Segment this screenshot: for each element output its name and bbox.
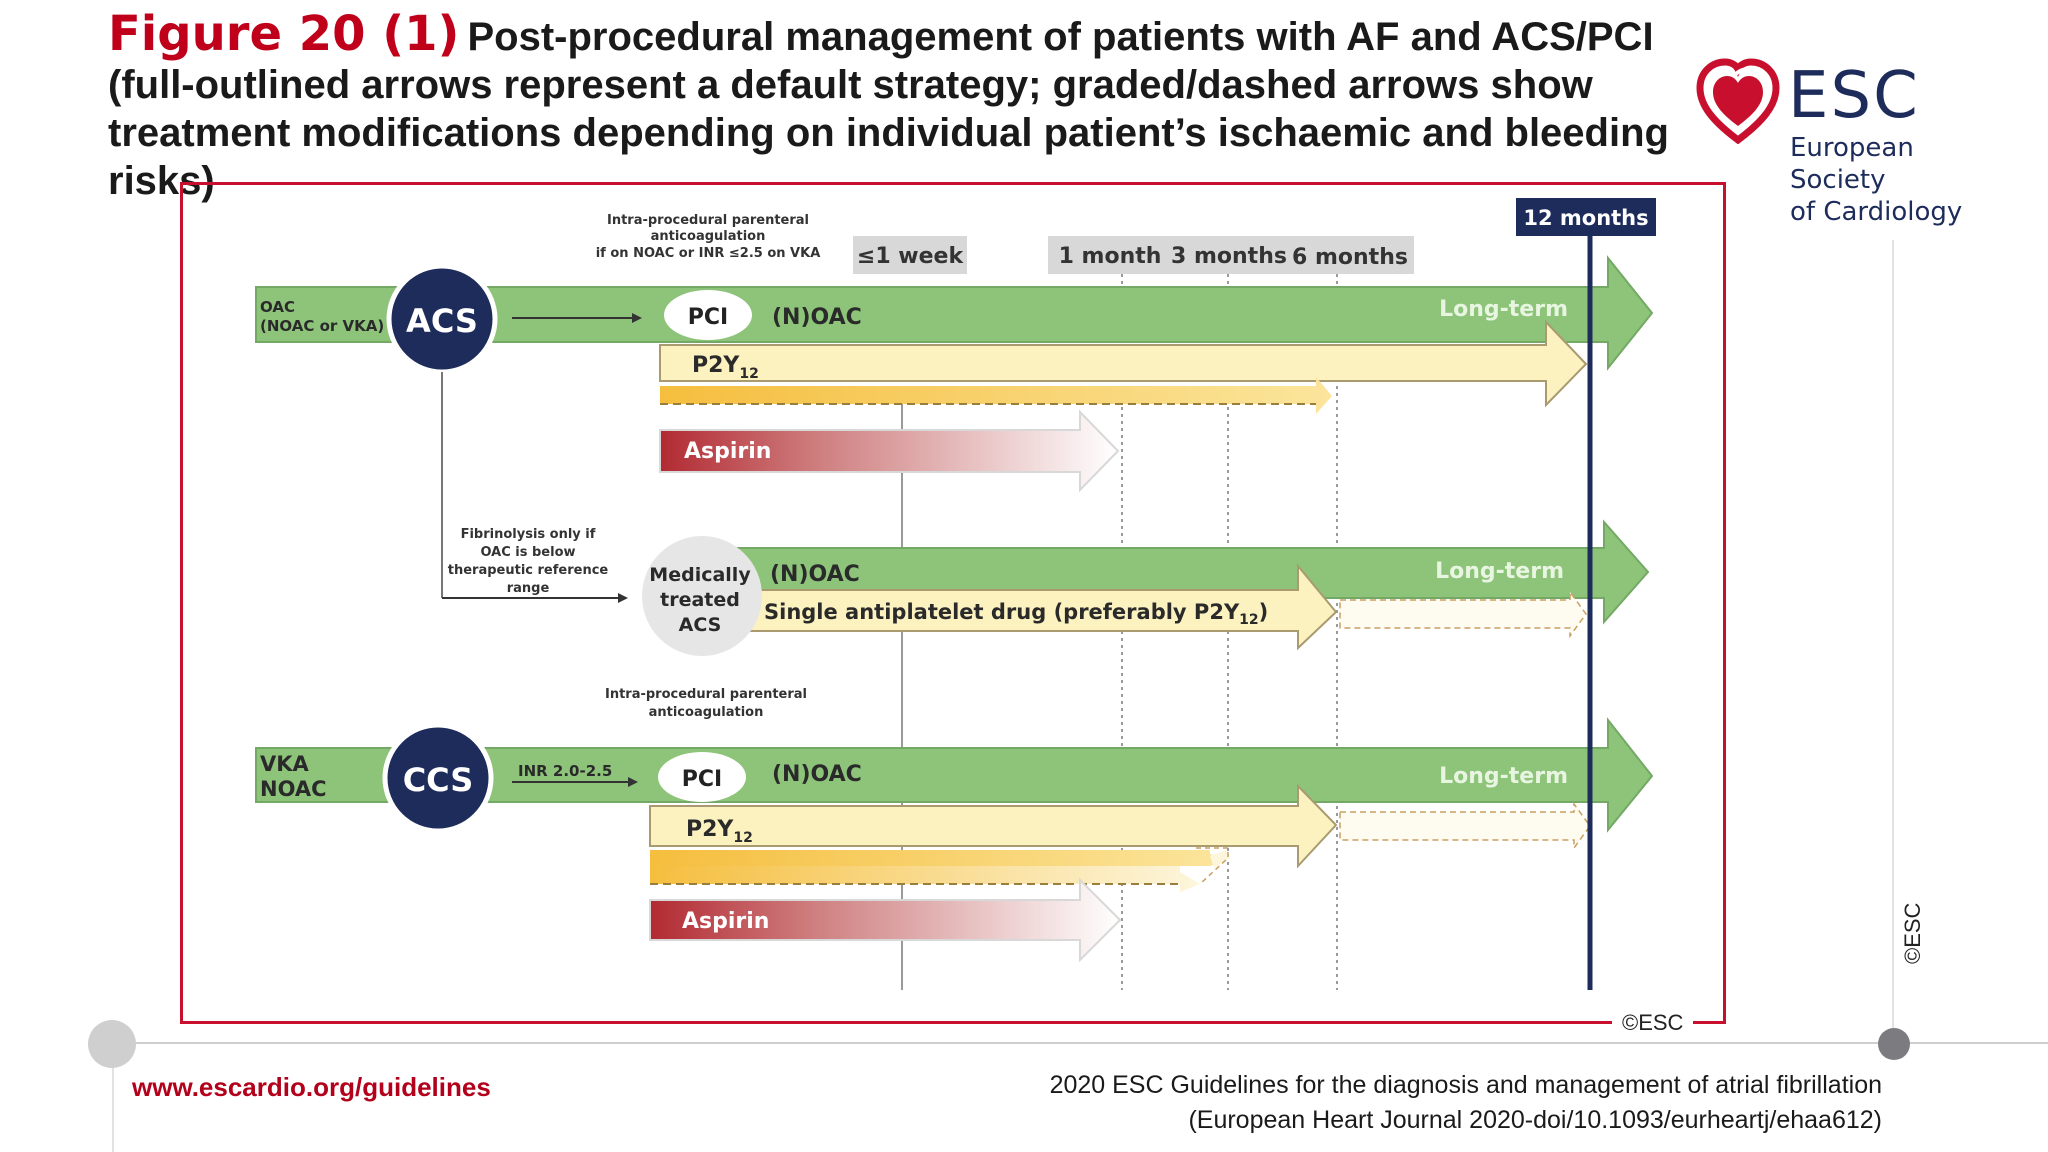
acs-noac-label: (N)OAC	[772, 305, 862, 330]
ccs-oac-label-line2: NOAC	[260, 777, 327, 801]
week-label-box	[853, 236, 967, 274]
acs-node-label: ACS	[406, 302, 478, 340]
figure-title: Post-procedural management of patients w…	[108, 15, 1669, 203]
fibrinolysis-arrowhead	[618, 593, 628, 603]
diagram-copyright: ©ESC	[1612, 1010, 1694, 1036]
ccs-aspirin-label: Aspirin	[682, 909, 769, 934]
acs-oac-label-line1: OAC	[260, 298, 295, 316]
guidelines-link[interactable]: www.escardio.org/guidelines	[132, 1072, 491, 1102]
ccs-dapt-short-arrow	[650, 866, 1200, 892]
acs-intra-procedural-note-line1: Intra-procedural parenteral	[607, 213, 809, 228]
medical-long-term-label: Long-term	[1435, 559, 1564, 584]
footer-citation: 2020 ESC Guidelines for the diagnosis an…	[1050, 1068, 1882, 1138]
ccs-p2y12-label: P2Y12	[686, 817, 753, 846]
fibrinolysis-note-line2: OAC is below	[480, 545, 575, 560]
acs-intra-procedural-note-line2: anticoagulation	[651, 229, 766, 244]
acs-oac-label-line2: (NOAC or VKA)	[260, 317, 384, 335]
ccs-intra-procedural-note-line1: Intra-procedural parenteral	[605, 687, 807, 702]
acs-aspirin-arrow	[659, 409, 1120, 493]
acs-dapt-tapering-arrow	[660, 377, 1332, 414]
medically-treated-acs-node	[642, 536, 762, 656]
fibrinolysis-branch: Fibrinolysis only if OAC is below therap…	[441, 372, 628, 603]
fibrinolysis-note-line3: therapeutic reference	[448, 563, 609, 578]
acs-pci-label: PCI	[688, 305, 728, 330]
medical-node-line3: ACS	[679, 614, 722, 636]
ccs-p2y12-arrow	[649, 783, 1338, 869]
acs-p2y12-label: P2Y12	[692, 353, 759, 382]
medical-node-line1: Medically	[649, 564, 751, 586]
ccs-pci-label: PCI	[682, 767, 722, 792]
medical-noac-label: (N)OAC	[770, 562, 860, 587]
diagram-frame	[180, 182, 1726, 1024]
month12-label: 12 months	[1523, 206, 1648, 230]
citation-line1: 2020 ESC Guidelines for the diagnosis an…	[1049, 1071, 1882, 1099]
ccs-aspirin-arrow	[649, 877, 1122, 963]
acs-intra-procedural-note-line3: if on NOAC or INR ≤2.5 on VKA	[596, 246, 821, 261]
medically-treated-pathway: Long-term (N)OAC Single antiplatelet dru…	[642, 519, 1650, 656]
medical-node-line2: treated	[660, 589, 740, 611]
citation-line2: (European Heart Journal 2020-doi/10.1093…	[1188, 1106, 1882, 1134]
fibrinolysis-note-line4: range	[507, 581, 550, 596]
ccs-to-pci-arrowhead	[628, 777, 638, 787]
esc-logo: ESC European Society of Cardiology	[1696, 56, 1996, 227]
medical-sapt-label: Single antiplatelet drug (preferably P2Y…	[764, 600, 1268, 628]
slide-title: Figure 20 (1)Post-procedural management …	[108, 10, 1698, 205]
ccs-node-label: CCS	[403, 761, 474, 799]
ccs-dapt-solid-arrow	[650, 850, 1226, 866]
ccs-inr-label: INR 2.0-2.5	[518, 762, 612, 780]
ccs-oac-label-line1: VKA	[260, 752, 310, 776]
logo-wordmark: ESC	[1788, 59, 1920, 133]
acs-long-term-label: Long-term	[1439, 297, 1568, 322]
footer-divider	[110, 1042, 2048, 1044]
month12-label-box	[1516, 198, 1656, 236]
acs-to-pci-arrowhead	[632, 313, 642, 323]
ccs-node	[382, 722, 494, 834]
month1-label: 1 month	[1059, 244, 1162, 269]
figure-number: Figure 20 (1)	[108, 6, 460, 62]
ccs-dapt-extension-dashed-outline	[1196, 847, 1229, 885]
side-copyright: ©ESC	[1900, 902, 1925, 964]
month6-label: 6 months	[1292, 245, 1408, 270]
ccs-intra-procedural-note-line2: anticoagulation	[649, 705, 764, 720]
acs-pci-bubble	[664, 290, 752, 340]
fibrinolysis-note-line1: Fibrinolysis only if	[461, 527, 596, 542]
left-divider	[112, 1060, 114, 1152]
months-label-box	[1048, 236, 1414, 274]
right-divider	[1892, 240, 1894, 1040]
ccs-p2y12-extension-dashed-arrow	[1339, 801, 1591, 851]
medical-sapt-arrow	[739, 563, 1338, 651]
acs-pathway: Intra-procedural parenteral anticoagulat…	[255, 213, 1654, 493]
medical-sapt-extension-dashed-arrow	[1339, 589, 1587, 639]
acs-aspirin-label: Aspirin	[684, 439, 771, 464]
footer-dot-right	[1878, 1028, 1910, 1060]
month3-label: 3 months	[1171, 244, 1287, 269]
ccs-noac-label: (N)OAC	[772, 762, 862, 787]
ccs-dapt-tip	[1210, 850, 1230, 868]
heart-logo-icon	[1696, 58, 1780, 144]
logo-organization-name: European Society of Cardiology	[1790, 132, 1996, 228]
logo-name-line2: of Cardiology	[1790, 197, 1963, 227]
ccs-pci-bubble	[658, 752, 746, 802]
logo-name-line1: European Society	[1790, 133, 1914, 195]
timeline-header: ≤1 week 1 month 3 months 6 months 12 mon…	[853, 198, 1656, 274]
ccs-pathway: Intra-procedural parenteral anticoagulat…	[255, 687, 1654, 963]
acs-p2y12-arrow	[659, 319, 1588, 408]
footer-dot-left	[88, 1020, 136, 1068]
week-label: ≤1 week	[857, 244, 965, 269]
ccs-long-term-label: Long-term	[1439, 764, 1568, 789]
